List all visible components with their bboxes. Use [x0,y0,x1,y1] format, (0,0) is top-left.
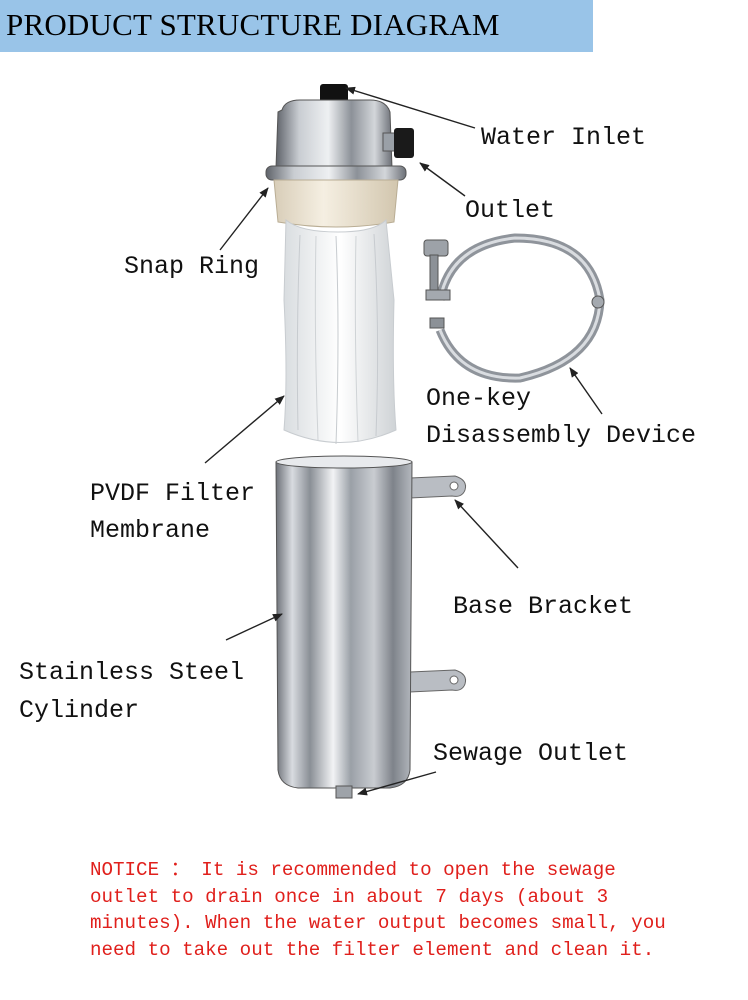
callout-arrows [204,86,603,796]
snap-ring [265,165,407,181]
arrow-sewage-outlet [357,771,437,796]
arrow-clamp [569,367,603,415]
label-steel-line2: Cylinder [19,696,140,725]
notice-text: NOTICE ： It is recommended to open the s… [90,859,666,961]
pvdf-membrane-bundle [283,218,397,445]
arrow-steel-cylinder [225,613,283,641]
base-bracket-top [409,475,466,499]
label-pvdf-line1: PVDF Filter [90,479,256,508]
water-inlet-knob [320,84,348,104]
header-banner: PRODUCT STRUCTURE DIAGRAM [0,0,593,52]
arrow-water-inlet [345,86,476,129]
filter-head [265,84,414,228]
label-sewage-outlet: Sewage Outlet [433,739,629,768]
label-base-bracket: Base Bracket [453,592,634,621]
label-snap-ring: Snap Ring [124,252,260,281]
label-one-key-line2: Disassembly Device [426,421,697,450]
sewage-outlet-valve [335,785,353,799]
page-title: PRODUCT STRUCTURE DIAGRAM [6,7,500,42]
label-outlet: Outlet [465,196,556,225]
label-water-inlet: Water Inlet [481,123,647,152]
label-pvdf-line2: Membrane [90,516,211,545]
membrane-collar [273,179,399,228]
clamp-device [423,233,605,383]
arrow-pvdf [204,395,285,464]
arrow-snap-ring [219,187,269,251]
label-one-key-line1: One-key [426,384,532,413]
arrow-outlet [419,162,466,197]
steel-cylinder [275,455,466,799]
label-steel-line1: Stainless Steel [19,658,245,687]
base-bracket-bottom [409,669,466,693]
outlet-valve [394,128,414,158]
arrow-base-bracket [454,499,519,569]
